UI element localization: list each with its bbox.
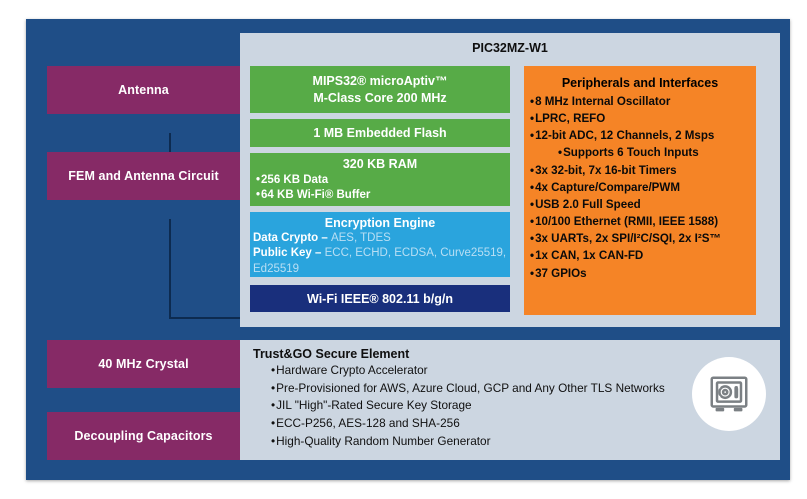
connector-fem-to-wifi	[169, 317, 288, 319]
peripheral-item: 8 MHz Internal Oscillator	[530, 93, 750, 110]
peripheral-item: Supports 6 Touch Inputs	[530, 144, 750, 161]
peripheral-item: 1x CAN, 1x CAN-FD	[530, 247, 750, 264]
data-crypto-value: AES, TDES	[330, 232, 391, 245]
ram-bullet: 64 KB Wi-Fi® Buffer	[256, 188, 510, 204]
peripheral-item: 4x Capture/Compare/PWM	[530, 179, 750, 196]
safe-vault-icon	[692, 357, 766, 431]
connector-fem-vertical	[169, 219, 171, 318]
data-crypto-line: Data Crypto – AES, TDES	[250, 231, 510, 246]
trustandgo-title: Trust&GO Secure Element	[253, 347, 410, 361]
core-title: MIPS32® microAptiv™ M-Class Core 200 MHz	[313, 73, 448, 107]
trustandgo-list: Hardware Crypto AcceleratorPre-Provision…	[253, 362, 770, 450]
public-key-value: ECC, ECHD, ECDSA, Curve25519, Ed25519	[253, 247, 507, 275]
block-antenna-label: Antenna	[118, 82, 169, 97]
peripherals-list: 8 MHz Internal OscillatorLPRC, REFO12-bi…	[530, 93, 750, 282]
block-40mhz-crystal[interactable]: 40 MHz Crystal	[47, 340, 240, 388]
block-wifi[interactable]: Wi-Fi IEEE® 802.11 b/g/n	[250, 285, 510, 312]
trustandgo-item: ECC-P256, AES-128 and SHA-256	[271, 415, 770, 433]
block-encryption-engine[interactable]: Encryption Engine Data Crypto – AES, TDE…	[250, 212, 510, 277]
pic32mz-w1-title: PIC32MZ-W1	[472, 41, 548, 55]
peripheral-item: 10/100 Ethernet (RMII, IEEE 1588)	[530, 213, 750, 230]
public-key-label: Public Key –	[253, 247, 325, 260]
trustandgo-item: Pre-Provisioned for AWS, Azure Cloud, GC…	[271, 380, 770, 398]
peripheral-item: 37 GPIOs	[530, 265, 750, 282]
block-crystal-label: 40 MHz Crystal	[98, 356, 189, 371]
block-decoupling-label: Decoupling Capacitors	[74, 428, 213, 443]
block-mips32-core[interactable]: MIPS32® microAptiv™ M-Class Core 200 MHz	[250, 66, 510, 113]
trustandgo-item: JIL "High"-Rated Secure Key Storage	[271, 397, 770, 415]
block-ram[interactable]: 320 KB RAM 256 KB Data 64 KB Wi-Fi® Buff…	[250, 153, 510, 206]
encryption-engine-title: Encryption Engine	[324, 216, 436, 230]
block-fem-antenna-circuit[interactable]: FEM and Antenna Circuit	[47, 152, 240, 200]
trustandgo-item: Hardware Crypto Accelerator	[271, 362, 770, 380]
peripheral-item: 12-bit ADC, 12 Channels, 2 Msps	[530, 127, 750, 144]
peripheral-item: USB 2.0 Full Speed	[530, 196, 750, 213]
trustandgo-item: High-Quality Random Number Generator	[271, 433, 770, 451]
block-decoupling-capacitors[interactable]: Decoupling Capacitors	[47, 412, 240, 460]
data-crypto-label: Data Crypto –	[253, 232, 331, 245]
ram-title: 320 KB RAM	[342, 157, 418, 171]
peripheral-item: 3x UARTs, 2x SPI/I²C/SQI, 2x I²S™	[530, 230, 750, 247]
block-peripherals-and-interfaces[interactable]: Peripherals and Interfaces 8 MHz Interna…	[524, 66, 756, 315]
core-line-2: M-Class Core 200 MHz	[313, 90, 447, 105]
block-antenna[interactable]: Antenna	[47, 66, 240, 114]
peripheral-item: 3x 32-bit, 7x 16-bit Timers	[530, 162, 750, 179]
core-line-1: MIPS32® microAptiv™	[312, 73, 448, 88]
block-fem-label: FEM and Antenna Circuit	[68, 168, 219, 183]
block-embedded-flash[interactable]: 1 MB Embedded Flash	[250, 119, 510, 147]
peripheral-item: LPRC, REFO	[530, 110, 750, 127]
ram-bullet-list: 256 KB Data 64 KB Wi-Fi® Buffer	[250, 173, 510, 204]
block-trustandgo-secure-element[interactable]: Trust&GO Secure Element Hardware Crypto …	[240, 340, 780, 460]
wifi-label: Wi-Fi IEEE® 802.11 b/g/n	[307, 291, 453, 306]
peripherals-title: Peripherals and Interfaces	[561, 76, 719, 90]
flash-label: 1 MB Embedded Flash	[313, 125, 447, 140]
public-key-line: Public Key – ECC, ECHD, ECDSA, Curve2551…	[250, 246, 510, 276]
ram-bullet: 256 KB Data	[256, 173, 510, 189]
